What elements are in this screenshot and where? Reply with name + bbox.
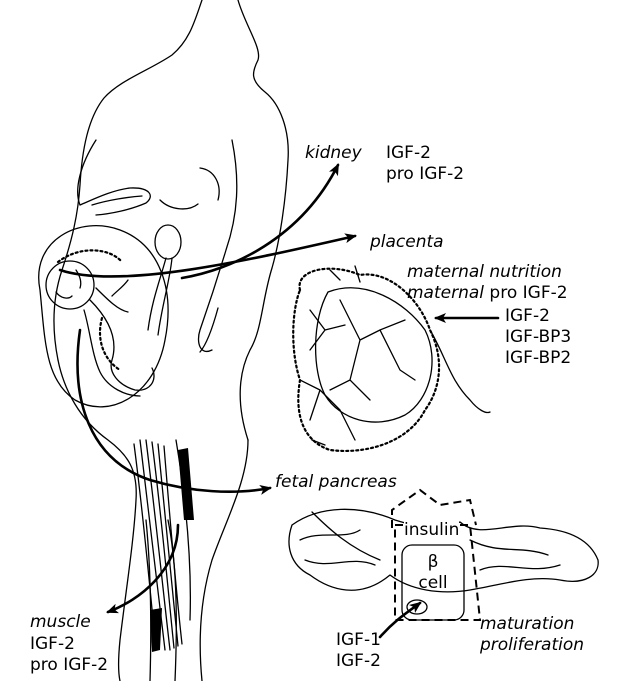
fetal-pancreas-label: fetal pancreas <box>275 472 397 493</box>
arrow-to-kidney <box>182 165 338 278</box>
kidney-label: kidney <box>305 143 362 164</box>
kidney-factor-1: IGF-2 <box>386 143 464 164</box>
muscle-factors: IGF-2 pro IGF-2 <box>30 634 108 676</box>
muscle-factor-1: IGF-2 <box>30 634 108 655</box>
pancreas-factor-1: IGF-1 <box>336 630 381 651</box>
placenta-factor-3: IGF-BP2 <box>505 348 571 369</box>
placenta-factor-2: IGF-BP3 <box>505 327 571 348</box>
beta-cell-label: β cell <box>418 552 448 594</box>
kidney-factors: IGF-2 pro IGF-2 <box>386 143 464 185</box>
fetus-illustration <box>39 226 168 407</box>
muscle-fibres <box>134 440 194 652</box>
pancreas-effects: maturation proliferation <box>480 614 584 656</box>
placenta-factor-1: IGF-2 <box>505 306 571 327</box>
muscle-label: muscle <box>30 612 91 633</box>
kidney-factor-2: pro IGF-2 <box>386 164 464 185</box>
effect-proliferation: proliferation <box>480 635 584 656</box>
placenta-label: placenta <box>370 232 444 253</box>
pancreas-factor-2: IGF-2 <box>336 651 381 672</box>
arrow-to-placenta <box>60 236 355 277</box>
pancreas-factors: IGF-1 IGF-2 <box>336 630 381 672</box>
pro-igf2-word: pro IGF-2 <box>484 283 568 303</box>
beta-symbol: β <box>418 552 448 573</box>
cell-word: cell <box>418 573 448 594</box>
maternal-nutrition-label: maternal nutrition <box>407 262 562 283</box>
maternal-pro-igf2-label: maternal pro IGF-2 <box>407 283 568 304</box>
effect-maturation: maturation <box>480 614 584 635</box>
maternal-word: maternal <box>407 283 484 303</box>
insulin-label: insulin <box>404 520 459 541</box>
placenta-factors: IGF-2 IGF-BP3 IGF-BP2 <box>505 306 571 369</box>
muscle-factor-2: pro IGF-2 <box>30 655 108 676</box>
